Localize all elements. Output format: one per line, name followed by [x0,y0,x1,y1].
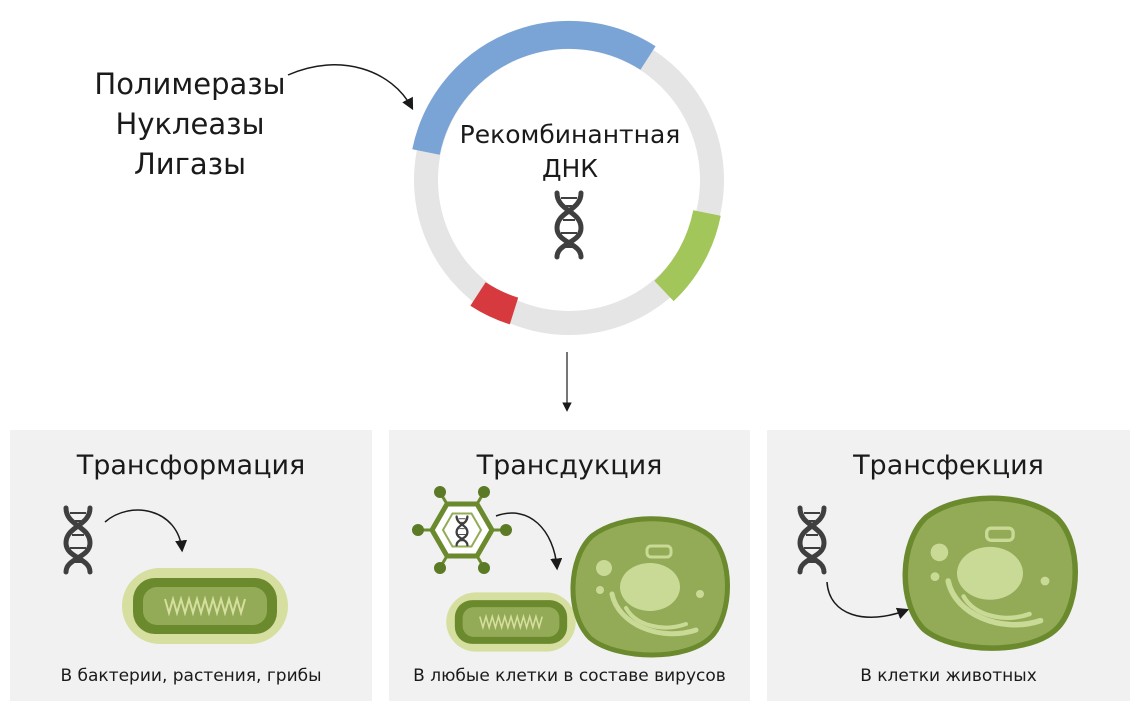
panel-title: Трансдукция [476,450,663,481]
panel-title: Трансфекция [853,450,1044,481]
curved-arrow [495,512,563,571]
panel-transformation: Трансформация В бактерии, растения, гриб… [10,430,372,701]
plasmid-label: Рекомбинантная ДНК [440,118,700,186]
enzyme-polymerases: Полимеразы [94,67,286,101]
panel-title: Трансформация [76,450,306,481]
panel-caption: В клетки животных [860,666,1037,686]
transfection-illustration [767,430,1130,701]
panel-caption: В бактерии, растения, грибы [60,666,322,686]
curved-arrow [826,581,910,620]
transformation-illustration [10,430,289,645]
panel-caption: В любые клетки в составе вирусов [413,666,726,686]
animal-cell-icon [573,519,728,655]
plasmid-label-line2: ДНК [541,154,599,183]
dna-helix-icon [66,508,90,572]
panel-transfection: Трансфекция В клетки животных [767,430,1130,701]
dna-helix-icon [800,508,824,572]
animal-cell-icon [905,498,1075,648]
curved-arrow [104,509,188,553]
transduction-illustration [412,486,750,701]
panel-transduction: Трансдукция В любые клетки в составе вир… [389,430,750,701]
plasmid-segment-red [470,282,519,325]
plasmid-segment-green [654,209,721,302]
plasmid-label-line1: Рекомбинантная [459,120,681,149]
enzyme-ligases: Лигазы [134,147,246,181]
plasmid-segment-blue [412,20,656,155]
enzyme-list: Полимеразы Нуклеазы Лигазы [60,64,320,184]
enzyme-nucleases: Нуклеазы [115,107,265,141]
bacterium-icon [445,591,577,653]
bacterium-icon [121,567,289,645]
virus-icon [412,486,512,574]
